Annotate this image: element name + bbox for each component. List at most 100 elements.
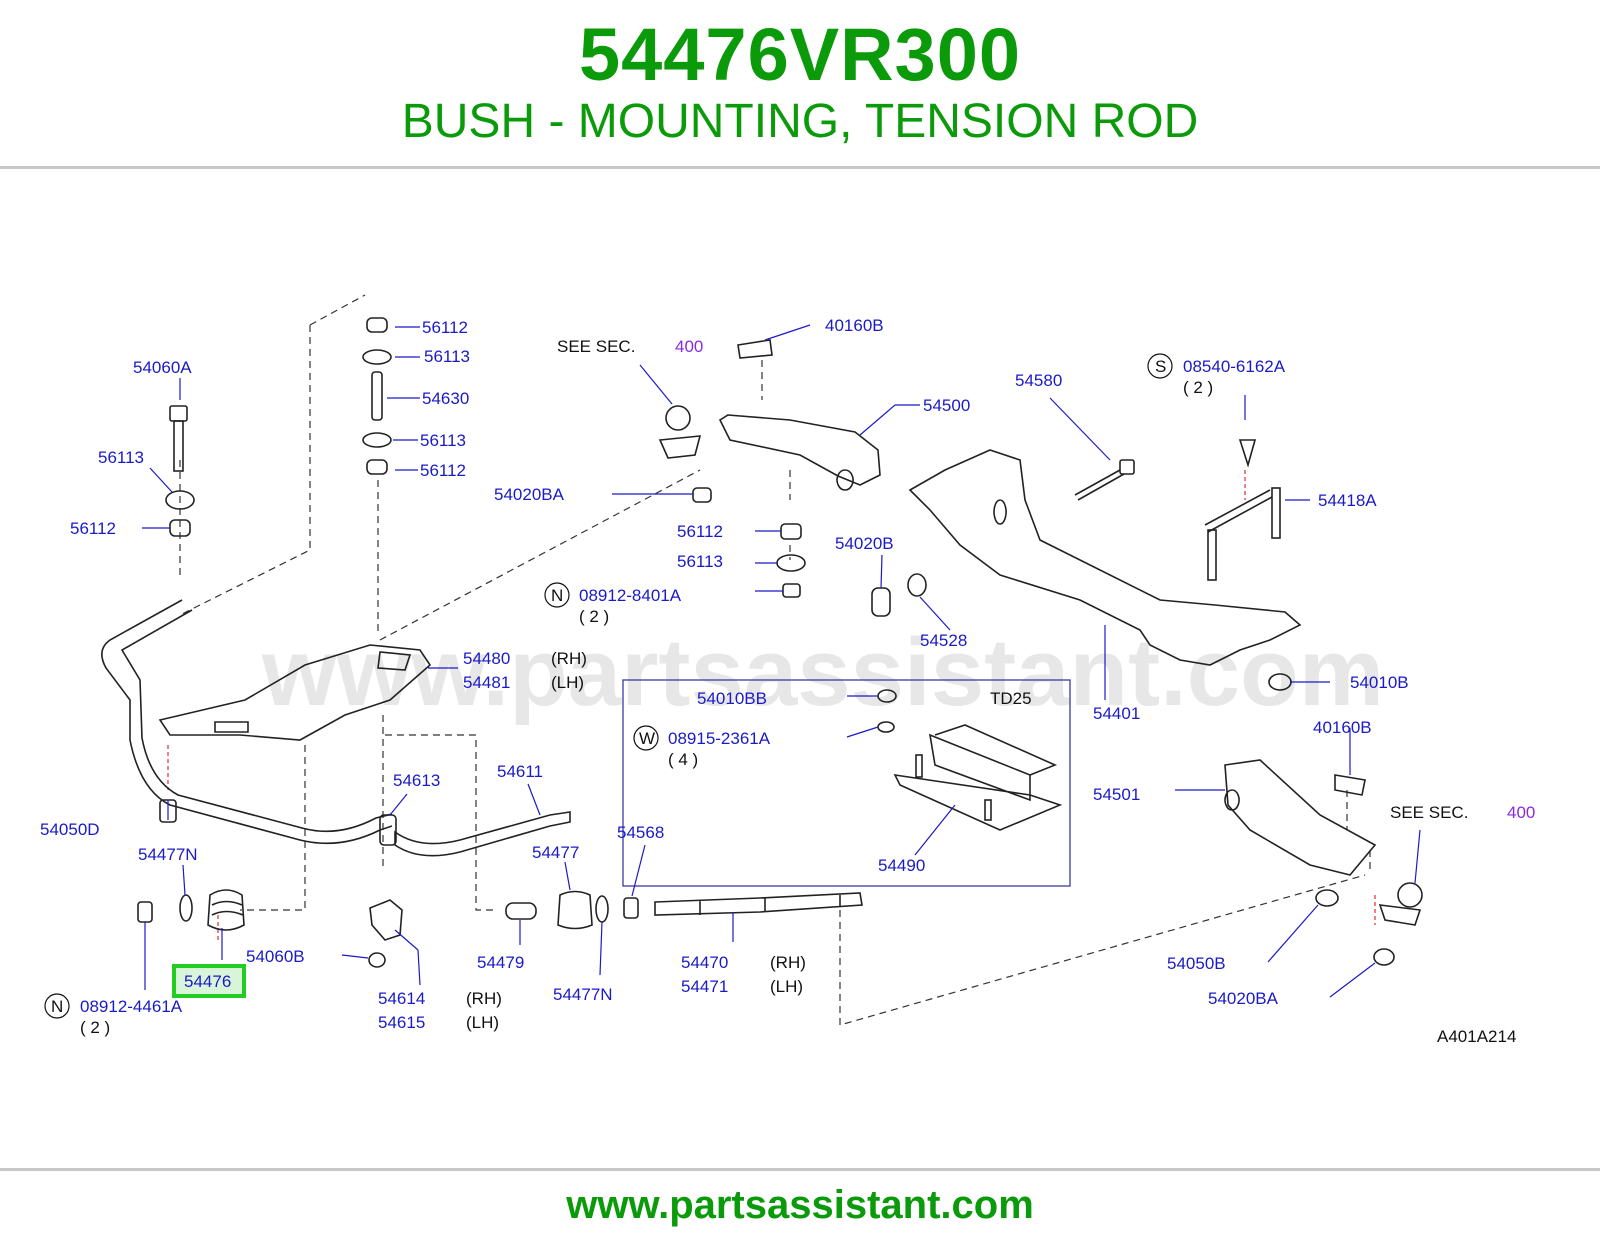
see-sec-label-upper: SEE SEC. [557, 337, 635, 356]
label-54615[interactable]: 54615 [378, 1013, 425, 1032]
label-54050B[interactable]: 54050B [1167, 954, 1226, 973]
label-54020BA-a[interactable]: 54020BA [494, 485, 565, 504]
label-54568[interactable]: 54568 [617, 823, 664, 842]
label-54060A[interactable]: 54060A [133, 358, 192, 377]
bushing-54476 [207, 889, 245, 931]
assembly-dash-lines [167, 294, 1376, 1026]
tension-rod [394, 811, 571, 857]
qty-08912-4461A: ( 2 ) [80, 1018, 110, 1037]
label-54477N-b[interactable]: 54477N [553, 985, 613, 1004]
label-54630[interactable]: 54630 [422, 389, 469, 408]
qty-08540-6162A: ( 2 ) [1183, 378, 1213, 397]
bolt-54060A [165, 405, 195, 537]
label-08540-6162A[interactable]: 08540-6162A [1183, 357, 1286, 376]
part-number-title: 54476VR300 [578, 13, 1022, 96]
lh-54481: (LH) [551, 673, 584, 692]
bushing-56112-d [780, 523, 802, 540]
nut-54020BA-b [1373, 948, 1395, 966]
label-54480[interactable]: 54480 [463, 649, 510, 668]
label-56112-d[interactable]: 56112 [677, 522, 723, 541]
label-56112-c[interactable]: 56112 [420, 461, 466, 480]
label-08912-8401A[interactable]: 08912-8401A [579, 586, 682, 605]
crossmember [908, 449, 1302, 666]
rh-54470: (RH) [770, 953, 806, 972]
label-40160B-lower[interactable]: 40160B [1313, 718, 1372, 737]
rh-54614: (RH) [466, 989, 502, 1008]
footer-url[interactable]: www.partsassistant.com [566, 1183, 1034, 1227]
label-54010BB[interactable]: 54010BB [697, 689, 767, 708]
nut-08912-8401A [782, 583, 801, 598]
highlight-box-54476 [172, 964, 246, 998]
prefix-S-circle [1147, 353, 1173, 379]
bracket-54614 [369, 899, 403, 941]
label-54528[interactable]: 54528 [920, 631, 967, 650]
rh-54480: (RH) [551, 649, 587, 668]
prefix-W-circle [633, 725, 659, 751]
nut-54020BA-a [692, 487, 712, 503]
label-56112-a[interactable]: 56112 [70, 519, 116, 538]
see-sec-link-lower[interactable]: 400 [1507, 803, 1535, 822]
leader-lines [142, 324, 1421, 998]
lower-control-arm [1224, 759, 1377, 876]
ball-joint-upper [658, 405, 702, 459]
footer-divider [0, 1168, 1600, 1171]
label-54020BA-b[interactable]: 54020BA [1208, 989, 1279, 1008]
label-54010B[interactable]: 54010B [1350, 673, 1409, 692]
label-56112-b[interactable]: 56112 [422, 318, 468, 337]
inset-label-td25: TD25 [990, 689, 1032, 708]
label-56113-c[interactable]: 56113 [420, 431, 466, 450]
label-54479[interactable]: 54479 [477, 953, 524, 972]
bushing-stack-center [362, 317, 392, 475]
bar-clamp [379, 814, 397, 846]
label-54490[interactable]: 54490 [878, 856, 925, 875]
label-56113-b[interactable]: 56113 [424, 347, 470, 366]
label-54470[interactable]: 54470 [681, 953, 728, 972]
bolt-40160B-upper [737, 339, 773, 359]
nut-08912-4461A [137, 901, 153, 923]
label-54060B[interactable]: 54060B [246, 947, 305, 966]
label-54418A[interactable]: 54418A [1318, 491, 1377, 510]
label-54500[interactable]: 54500 [923, 396, 970, 415]
qty-08915-2361A: ( 4 ) [668, 750, 698, 769]
label-08912-4461A[interactable]: 08912-4461A [80, 997, 183, 1016]
label-54481[interactable]: 54481 [463, 673, 510, 692]
label-54471[interactable]: 54471 [681, 977, 728, 996]
qty-08912-8401A: ( 2 ) [579, 607, 609, 626]
nut-54060B [368, 952, 386, 968]
label-54614[interactable]: 54614 [378, 989, 425, 1008]
upper-control-arm [718, 414, 881, 491]
label-40160B-upper[interactable]: 40160B [825, 316, 884, 335]
nut-54568 [623, 897, 639, 919]
washer-54477N-b [595, 895, 609, 923]
bushing-54477 [557, 890, 593, 930]
diagram-watermark: www.partsassistant.com [261, 619, 1384, 726]
see-sec-link-upper[interactable]: 400 [675, 337, 703, 356]
see-sec-label-lower: SEE SEC. [1390, 803, 1468, 822]
lh-54615: (LH) [466, 1013, 499, 1032]
stabilizer-bar [101, 599, 393, 845]
stay-54418A [1204, 439, 1281, 581]
mounting-bracket [158, 644, 432, 741]
label-54401[interactable]: 54401 [1093, 704, 1140, 723]
prefix-N-a: N [551, 586, 563, 605]
prefix-N-circle-a [544, 582, 570, 608]
label-54477[interactable]: 54477 [532, 843, 579, 862]
page-header: 54476VR300 BUSH - MOUNTING, TENSION ROD [0, 0, 1600, 170]
nut-54020B [871, 587, 891, 617]
label-54611[interactable]: 54611 [497, 762, 543, 781]
bushing-56113-d [776, 554, 806, 572]
label-54580[interactable]: 54580 [1015, 371, 1062, 390]
part-description: BUSH - MOUNTING, TENSION ROD [401, 95, 1199, 148]
label-56113-a[interactable]: 56113 [98, 448, 144, 467]
bolt-40160B-lower [1334, 774, 1366, 796]
spacer-54479 [505, 902, 537, 920]
label-56113-d[interactable]: 56113 [677, 552, 723, 571]
label-54020B[interactable]: 54020B [835, 534, 894, 553]
label-08915-2361A[interactable]: 08915-2361A [668, 729, 771, 748]
label-54050D[interactable]: 54050D [40, 820, 100, 839]
label-54501[interactable]: 54501 [1093, 785, 1140, 804]
label-54613[interactable]: 54613 [393, 771, 440, 790]
label-54476[interactable]: 54476 [184, 972, 231, 991]
washer-54477N-a [179, 894, 193, 922]
label-54477N-a[interactable]: 54477N [138, 845, 198, 864]
